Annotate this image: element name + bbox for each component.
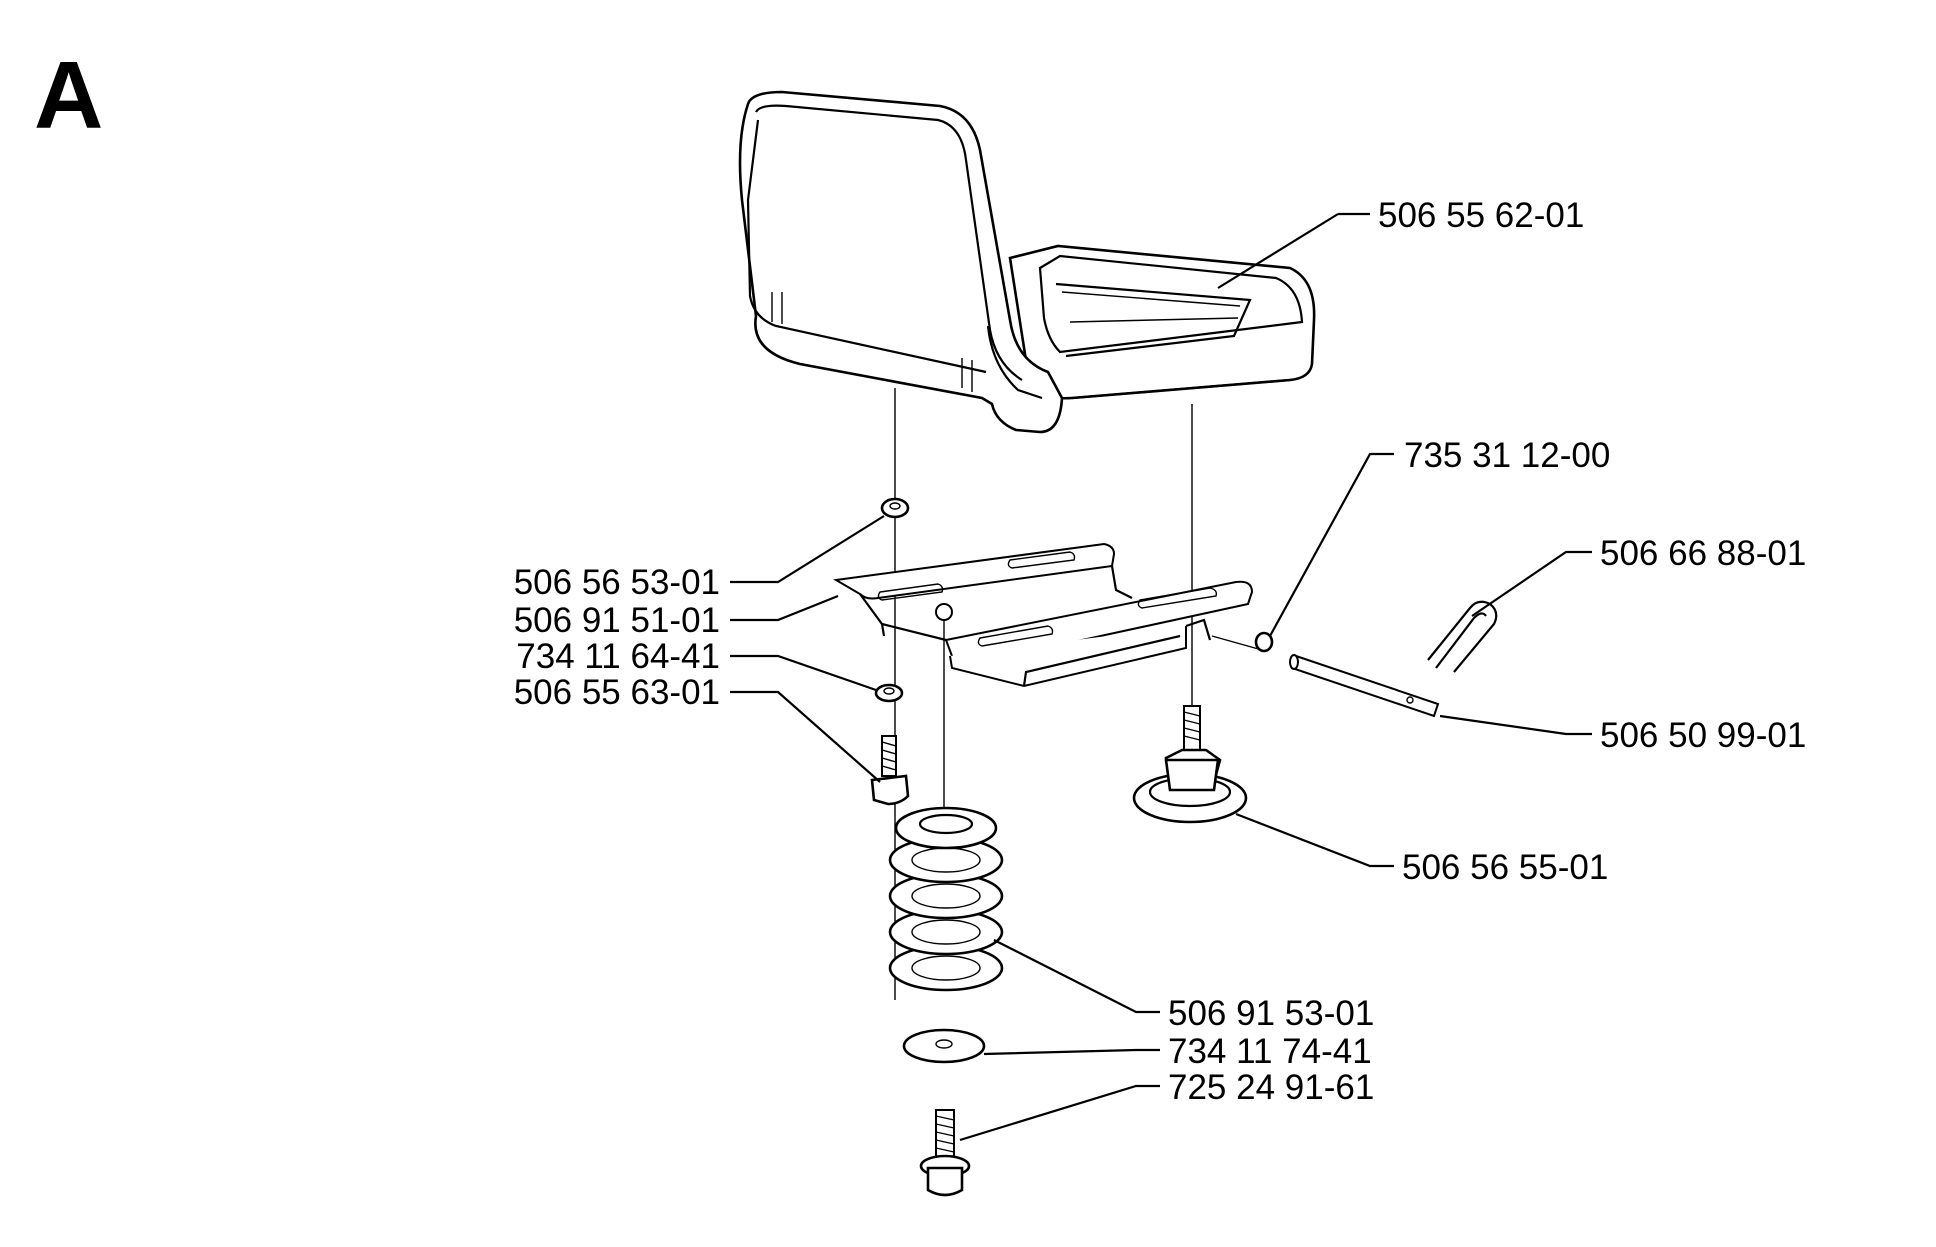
part-labels: 506 55 62-01 735 31 12-00 506 66 88-01 5… (514, 196, 1807, 1107)
part-label-washer-large: 734 11 74-41 (1168, 1032, 1372, 1071)
bolt-small-illustration (870, 735, 910, 806)
part-label-adjust-knob: 506 56 55-01 (1402, 848, 1608, 887)
seat-bracket-illustration (832, 542, 1254, 688)
part-label-cotter-pin: 735 31 12-00 (1404, 436, 1610, 475)
leader-lines (730, 212, 1592, 1142)
part-label-spring: 506 91 53-01 (1168, 994, 1374, 1033)
part-label-rubber-bushing: 506 56 53-01 (514, 563, 720, 602)
part-label-washer-small: 734 11 64-41 (516, 637, 720, 676)
part-label-bolt-small: 506 55 63-01 (514, 673, 720, 712)
part-label-seat-bracket: 506 91 51-01 (514, 601, 720, 640)
washer-large-illustration (902, 1028, 986, 1064)
pivot-pin-illustration (1289, 654, 1440, 718)
section-letter: A (34, 42, 103, 149)
adjust-knob-illustration (1132, 705, 1248, 824)
rubber-bushing-illustration (880, 497, 910, 519)
part-label-seat: 506 55 62-01 (1378, 196, 1584, 235)
part-label-flange-bolt: 725 24 91-61 (1168, 1068, 1374, 1107)
seat-illustration (738, 90, 1316, 434)
spring-illustration (888, 806, 1004, 992)
cotter-pin-illustration (1254, 631, 1274, 653)
part-label-hair-clip: 506 66 88-01 (1600, 534, 1806, 573)
washer-small-illustration (874, 683, 904, 703)
part-label-pivot-pin: 506 50 99-01 (1600, 716, 1806, 755)
hair-clip-illustration (1427, 600, 1498, 673)
flange-bolt-illustration (919, 1109, 971, 1197)
